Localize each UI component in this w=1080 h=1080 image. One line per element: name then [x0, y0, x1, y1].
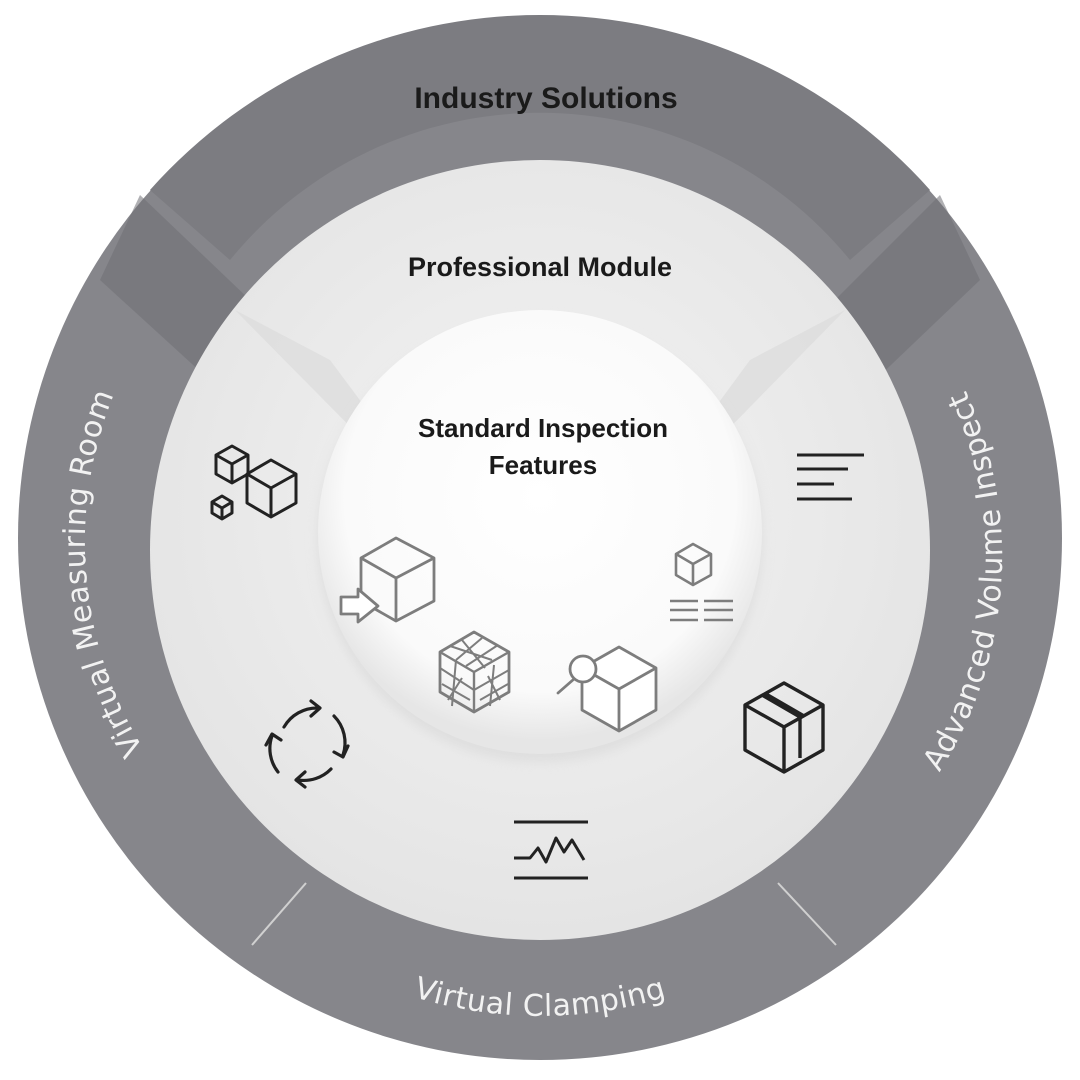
core-title-line1: Standard Inspection	[418, 413, 668, 443]
core-title-line2: Features	[489, 450, 597, 480]
stacked-cubes-icon	[210, 444, 298, 521]
text-lines-icon	[797, 453, 864, 501]
core-circle	[318, 310, 762, 754]
inspect-cube-icon	[556, 645, 658, 733]
bottom-left-separator	[251, 882, 307, 946]
import-cube-icon	[339, 536, 436, 624]
box-package-icon	[743, 681, 825, 774]
middle-ring-title: Professional Module	[408, 252, 672, 282]
outer-ring-title: Industry Solutions	[414, 82, 677, 115]
mesh-cube-icon	[438, 630, 511, 714]
cycle-arrows-icon	[264, 699, 350, 789]
cube-list-icon	[670, 542, 733, 622]
bottom-right-separator	[777, 882, 837, 946]
signal-graph-icon	[514, 820, 588, 880]
outer-ring-top-band	[150, 14, 930, 261]
